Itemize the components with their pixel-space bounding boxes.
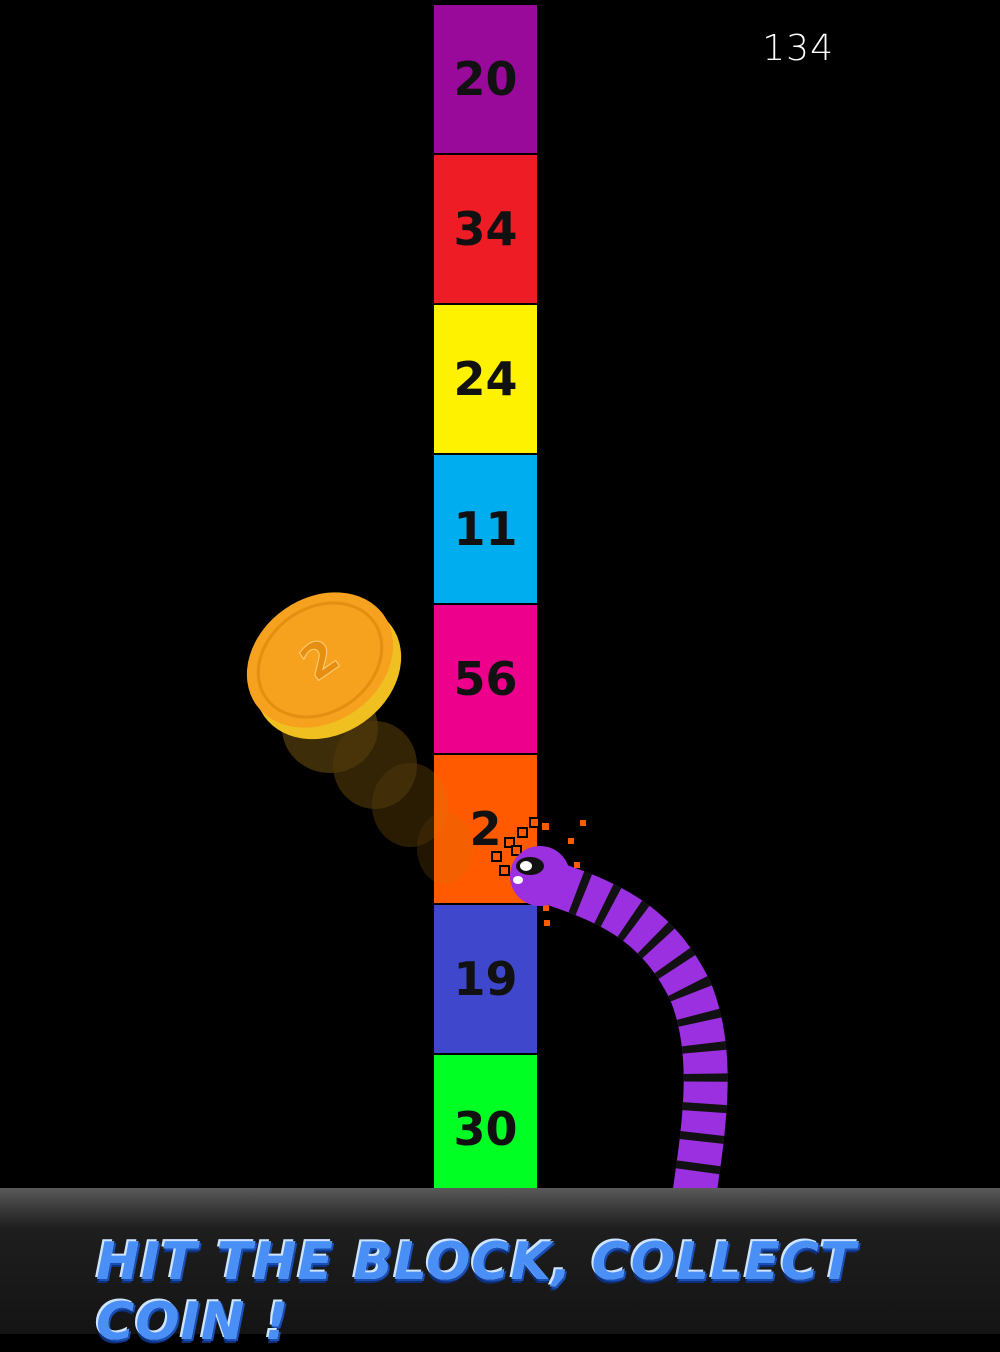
coin-icon[interactable]: 2 (221, 564, 428, 767)
banner-caption: HIT THE BLOCK, COLLECT COIN ! (96, 1232, 857, 1352)
promo-banner (0, 1188, 1000, 1334)
snake-icon (510, 846, 728, 1188)
number-block[interactable]: 24 (434, 305, 537, 453)
number-block[interactable]: 56 (434, 605, 537, 753)
impact-debris (491, 817, 586, 926)
number-block[interactable]: 34 (434, 155, 537, 303)
number-block[interactable]: 19 (434, 905, 537, 1053)
number-block[interactable]: 11 (434, 455, 537, 603)
effects-layer: 2 (221, 564, 728, 1188)
number-block[interactable]: 30 (434, 1055, 537, 1188)
score-counter: 134 (762, 28, 834, 69)
number-block[interactable]: 20 (434, 5, 537, 153)
